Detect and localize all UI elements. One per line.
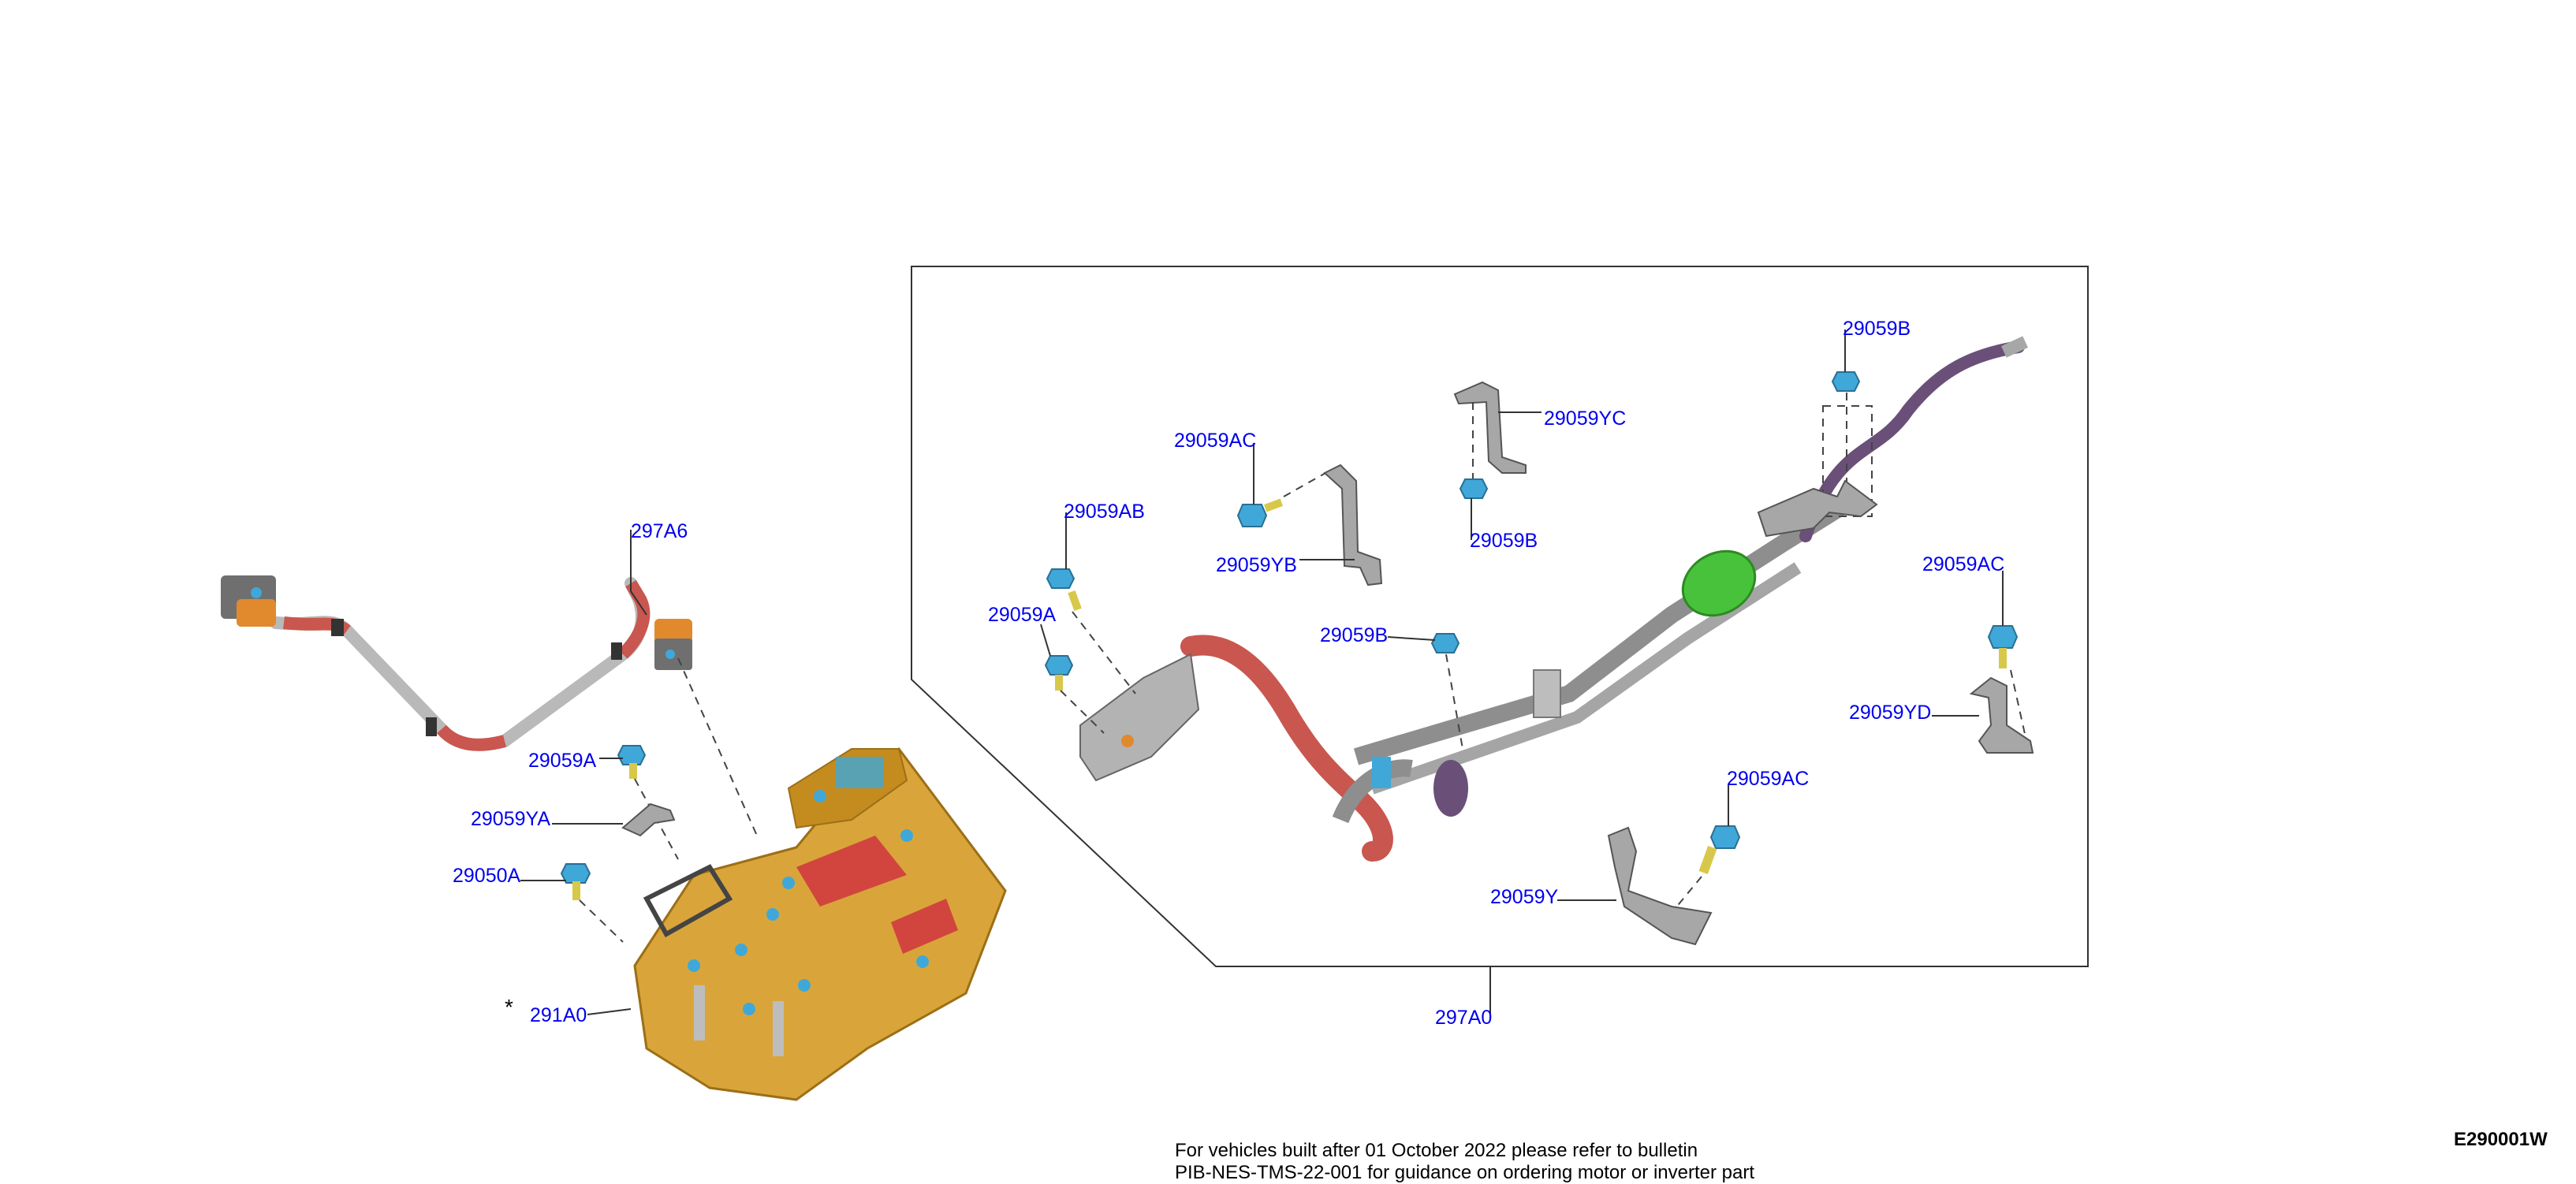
leader-lines	[520, 330, 2004, 1015]
callout-29059B-mid[interactable]: 29059B	[1470, 530, 1538, 552]
bracket-29059YC	[1453, 381, 1527, 474]
nut-29059B-mid	[1459, 478, 1489, 499]
callout-297A0[interactable]: 297A0	[1435, 1007, 1493, 1029]
bracket-29059YB	[1323, 464, 1383, 586]
bolt-29059AC-2	[1987, 625, 2019, 668]
purple-clamp	[1372, 757, 1468, 817]
callout-29059B-top[interactable]: 29059B	[1843, 318, 1911, 340]
callout-297A6[interactable]: 297A6	[631, 520, 688, 542]
callout-29059AB[interactable]: 29059AB	[1064, 501, 1145, 523]
callout-29059YD[interactable]: 29059YD	[1849, 702, 1932, 724]
diagram-id: E290001W	[2454, 1129, 2548, 1150]
callout-291A0[interactable]: 291A0	[530, 1004, 587, 1026]
bolt-29059A-box	[1044, 655, 1074, 691]
bolt-29059A-left	[617, 745, 647, 779]
callout-29059YB[interactable]: 29059YB	[1216, 554, 1297, 576]
callout-29059YC[interactable]: 29059YC	[1544, 408, 1627, 430]
callout-29050A[interactable]: 29050A	[453, 865, 521, 887]
motor-291A0	[633, 747, 1007, 1101]
bulletin-note-line2: PIB-NES-TMS-22-001 for guidance on order…	[1175, 1162, 1754, 1183]
assembly-frame	[911, 266, 2089, 967]
hose-purple	[1799, 336, 2028, 542]
bolt-29059AC-3	[1698, 825, 1741, 875]
callout-29059Y[interactable]: 29059Y	[1490, 886, 1559, 908]
callout-29059AC-3[interactable]: 29059AC	[1727, 768, 1810, 790]
grommet-green	[1681, 549, 1757, 617]
pipe-bracket-top	[1757, 479, 1878, 538]
bolt-29050A	[560, 863, 591, 900]
callout-29059A-left[interactable]: 29059A	[528, 750, 597, 772]
callout-29059B-lower[interactable]: 29059B	[1320, 624, 1389, 646]
bracket-29059Y	[1607, 826, 1713, 946]
asterisk-marker: *	[505, 995, 513, 1019]
callout-29059AC-1[interactable]: 29059AC	[1174, 430, 1257, 452]
bulletin-note-line1: For vehicles built after 01 October 2022…	[1175, 1140, 1698, 1161]
bolt-29059AB	[1046, 568, 1082, 611]
callout-29059AC-2[interactable]: 29059AC	[1922, 553, 2005, 575]
bolt-29059AC-1	[1236, 498, 1284, 527]
harness-297A6	[221, 575, 692, 751]
bulletin-note: For vehicles built after 01 October 2022…	[1175, 1140, 1754, 1184]
nut-29059B-top	[1831, 371, 1861, 392]
callout-29059A-box[interactable]: 29059A	[988, 604, 1057, 626]
callout-29059YA[interactable]: 29059YA	[471, 808, 551, 830]
bracket-29059YD	[1969, 676, 2034, 754]
connector-297A0	[1079, 653, 1200, 782]
bracket-29059YA	[621, 802, 676, 837]
hose-red-297A0	[1180, 635, 1393, 862]
nut-29059B-lower	[1430, 633, 1460, 653]
